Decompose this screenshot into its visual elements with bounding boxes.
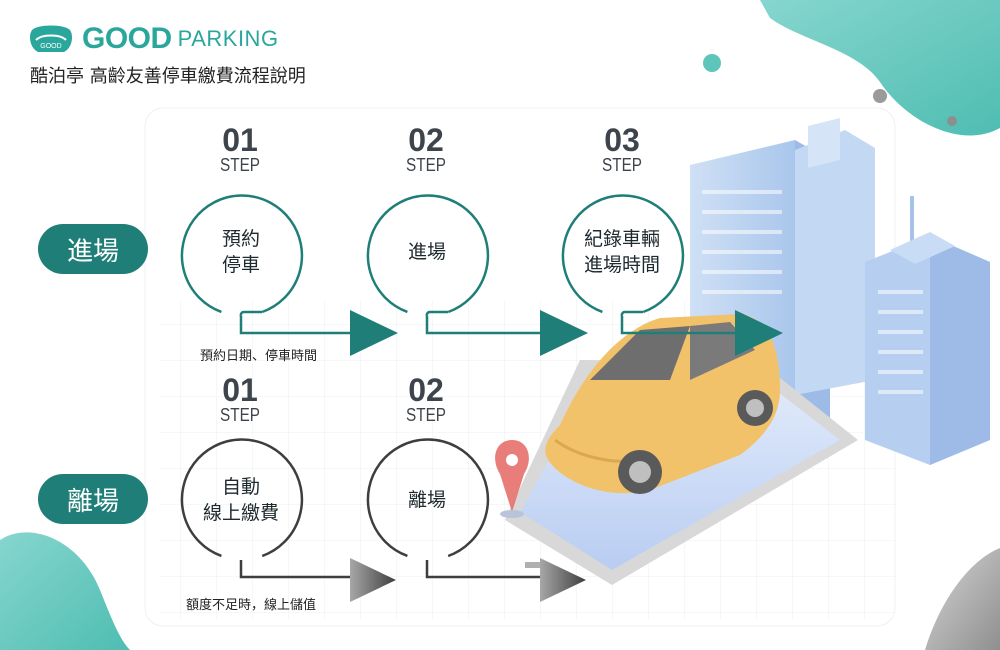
exit-step-1-text: 自動線上繳費 [202,476,279,524]
brand-name-light: PARKING [177,26,279,51]
brand-logo: GOOD GOOD PARKING [28,22,279,56]
section-exit-label: 離場 [38,474,148,524]
brand-name-bold: GOOD [82,22,172,55]
entry-step-1-text: 預約停車 [221,228,260,276]
exit-step-2-text: 離場 [407,489,446,511]
exit-note: 額度不足時，線上儲值 [186,598,317,613]
logo-small-text: GOOD [40,43,61,50]
car-logo-icon: GOOD [30,25,72,52]
entry-note: 預約日期、停車時間 [200,349,318,364]
entry-step-2-text: 進場 [407,241,446,263]
page-subtitle: 酷泊亭 高齡友善停車繳費流程說明 [30,66,306,87]
section-entry-label: 進場 [38,224,148,274]
entry-step-3-text: 紀錄車輛進場時間 [583,228,660,276]
